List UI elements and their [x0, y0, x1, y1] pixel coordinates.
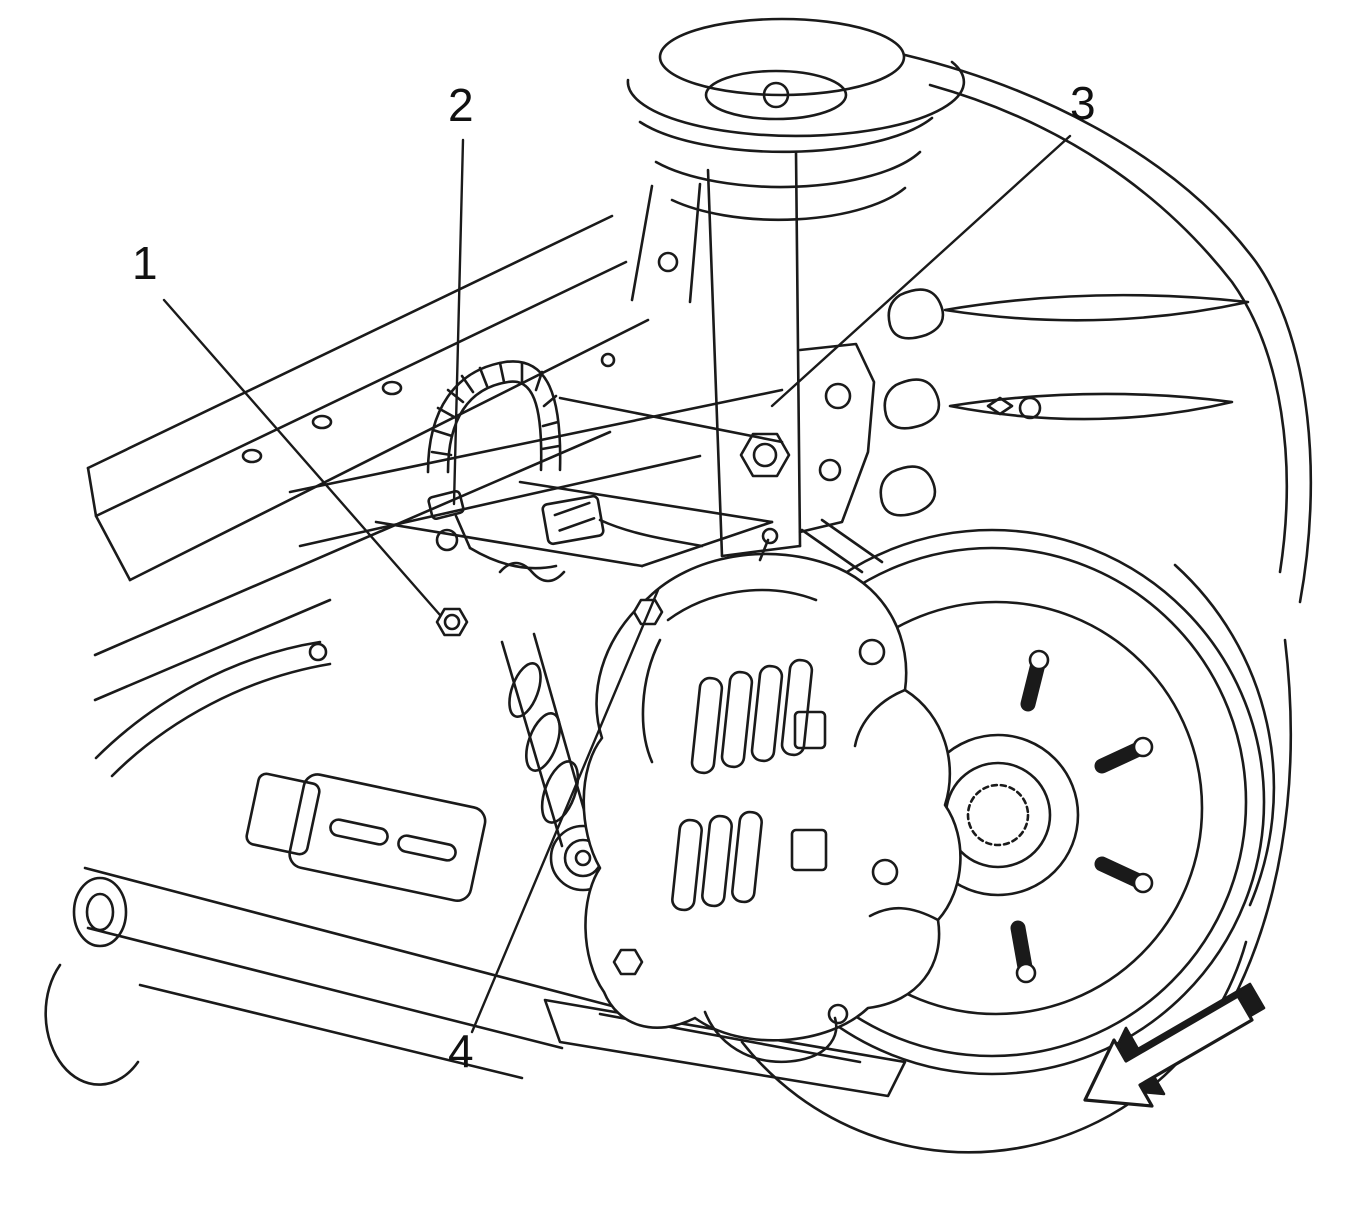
frame-rail — [88, 216, 648, 700]
leader-line-1 — [164, 300, 440, 615]
callout-label-1: 1 — [132, 237, 158, 289]
stabilizer-bar — [96, 642, 330, 776]
strut-assembly — [602, 152, 882, 572]
leader-lines — [164, 136, 1070, 1032]
view-direction-arrow-icon — [1085, 984, 1264, 1106]
pipe-fitting-bolt — [437, 609, 467, 635]
leader-line-4 — [472, 590, 658, 1032]
leader-line-2 — [454, 140, 463, 504]
leader-line-3 — [772, 136, 1070, 406]
callout-label-2: 2 — [448, 79, 474, 131]
brake-pipe-bracket — [470, 495, 702, 581]
callout-label-3: 3 — [1070, 77, 1096, 129]
brake-caliper — [584, 529, 961, 1062]
callout-label-4: 4 — [448, 1025, 474, 1077]
corrugated-hose — [428, 361, 560, 550]
cv-axle — [502, 634, 615, 890]
strut-bolt — [741, 434, 789, 476]
fender-panel — [881, 55, 1311, 1032]
